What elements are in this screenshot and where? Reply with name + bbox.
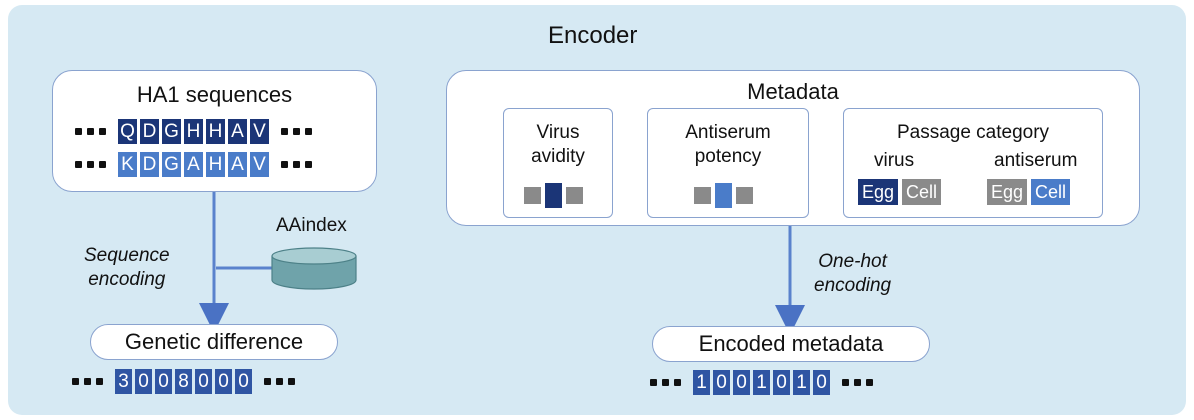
seq-row-1-cell: H — [184, 119, 203, 144]
antiserum-potency-label: Antiserum potency — [648, 121, 808, 169]
gd-row-cell: 0 — [215, 369, 232, 394]
gd-row-cell: 8 — [175, 369, 192, 394]
antiserum-cell-tag: Cell — [1031, 179, 1071, 205]
antiserum-potency-box: Antiserum potency — [647, 108, 809, 218]
ellipsis-right — [281, 128, 312, 135]
em-row-cell: 0 — [733, 370, 750, 395]
ha1-title: HA1 sequences — [136, 82, 293, 107]
seq-row-1-cell: H — [206, 119, 225, 144]
seq-row-2-cell: V — [250, 152, 269, 177]
seq-row-2-cell: G — [162, 152, 181, 177]
virus-avidity-box: Virus avidity — [503, 108, 613, 218]
one-hot-line1: One-hot — [818, 251, 887, 272]
virus-avidity-label: Virus avidity — [504, 121, 612, 169]
aaindex-label: AAindex — [276, 215, 347, 236]
passage-antiserum-options: Egg Cell — [987, 179, 1071, 205]
em-row-cell: 1 — [753, 370, 770, 395]
indicator-off — [736, 187, 753, 204]
virus-cell-tag: Cell — [902, 179, 942, 205]
seq-row-1-cell: G — [162, 119, 181, 144]
passage-virus-label: virus — [874, 150, 915, 171]
antiserum-potency-line2: potency — [694, 146, 762, 167]
genetic-difference-label: Genetic difference — [90, 324, 338, 360]
seq-row-2-cell: A — [184, 152, 203, 177]
em-row-cell: 1 — [693, 370, 710, 395]
seq-row-2-cell: H — [206, 152, 225, 177]
em-row-cell: 0 — [813, 370, 830, 395]
seq-row-2-cell: D — [140, 152, 159, 177]
virus-avidity-line2: avidity — [531, 146, 585, 167]
database-icon — [271, 247, 357, 290]
ellipsis-right — [842, 379, 873, 386]
em-row-cell: 0 — [713, 370, 730, 395]
gd-row-cell: 3 — [115, 369, 132, 394]
metadata-box: Metadata Virus avidity Antiserum potency — [446, 70, 1140, 226]
seq-row-2-cell: K — [118, 152, 137, 177]
sequence-encoding-line2: encoding — [88, 269, 166, 290]
one-hot-line2: encoding — [814, 275, 892, 296]
ellipsis-left — [75, 128, 106, 135]
sequence-encoding-label: Sequence encoding — [84, 244, 170, 292]
indicator-on — [545, 183, 562, 208]
passage-category-box: Passage category virus antiserum Egg Cel… — [843, 108, 1103, 218]
seq-row-1-cell: D — [140, 119, 159, 144]
gd-row-cell: 0 — [195, 369, 212, 394]
virus-avidity-indicator — [524, 183, 583, 208]
em-row-cell: 0 — [773, 370, 790, 395]
seq-row-1-cell: Q — [118, 119, 137, 144]
gd-row-cell: 0 — [155, 369, 172, 394]
sequence-encoding-line1: Sequence — [84, 245, 170, 266]
ellipsis-left — [75, 161, 106, 168]
ellipsis-right — [281, 161, 312, 168]
virus-egg-tag: Egg — [858, 179, 899, 205]
antiserum-potency-line1: Antiserum — [685, 122, 771, 143]
passage-category-title: Passage category — [896, 122, 1050, 143]
em-row-cell: 1 — [793, 370, 810, 395]
indicator-off — [524, 187, 541, 204]
indicator-off — [566, 187, 583, 204]
passage-antiserum-label: antiserum — [994, 150, 1078, 171]
encoder-title: Encoder — [548, 22, 638, 49]
gd-row-cell: 0 — [235, 369, 252, 394]
antiserum-egg-tag: Egg — [987, 179, 1028, 205]
one-hot-encoding-label: One-hot encoding — [814, 250, 891, 298]
gd-row-cell: 0 — [135, 369, 152, 394]
virus-avidity-line1: Virus — [536, 122, 580, 143]
seq-row-1-cell: V — [250, 119, 269, 144]
indicator-off — [694, 187, 711, 204]
indicator-on — [715, 183, 732, 208]
metadata-title: Metadata — [747, 79, 839, 104]
seq-row-2-cell: A — [228, 152, 247, 177]
encoded-metadata-label: Encoded metadata — [652, 326, 930, 362]
antiserum-potency-indicator — [694, 183, 753, 208]
passage-virus-options: Egg Cell — [858, 179, 942, 205]
ellipsis-right — [264, 378, 295, 385]
seq-row-1-cell: A — [228, 119, 247, 144]
ellipsis-left — [72, 378, 103, 385]
ellipsis-left — [650, 379, 681, 386]
